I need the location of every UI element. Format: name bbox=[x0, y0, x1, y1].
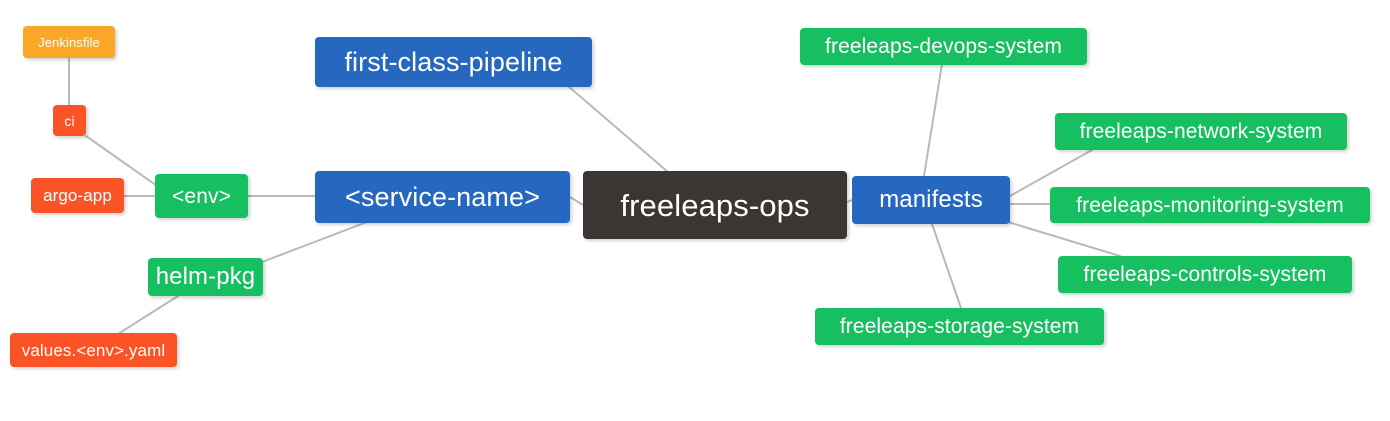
node-freeleaps-storage-system-label: freeleaps-storage-system bbox=[839, 315, 1080, 338]
edge-helm-pkg-values-yaml bbox=[117, 295, 179, 335]
node-jenkinsfile-label: Jenkinsfile bbox=[38, 34, 100, 50]
node-first-class-pipeline-label: first-class-pipeline bbox=[344, 46, 563, 77]
node-freeleaps-devops-system[interactable]: freeleaps-devops-system bbox=[800, 28, 1087, 65]
edge-service-name-helm-pkg bbox=[261, 221, 368, 263]
node-manifests[interactable]: manifests bbox=[852, 176, 1010, 224]
node-argo-app-label: argo-app bbox=[43, 186, 112, 205]
node-argo-app[interactable]: argo-app bbox=[31, 178, 124, 213]
node-env[interactable]: <env> bbox=[155, 174, 248, 218]
node-values-yaml[interactable]: values.<env>.yaml bbox=[10, 333, 177, 367]
node-freeleaps-monitoring-system-label: freeleaps-monitoring-system bbox=[1076, 193, 1344, 217]
node-root-freeleaps-ops[interactable]: freeleaps-ops bbox=[583, 171, 847, 239]
node-ci-label: ci bbox=[64, 112, 75, 129]
node-freeleaps-monitoring-system[interactable]: freeleaps-monitoring-system bbox=[1050, 187, 1370, 223]
node-freeleaps-controls-system-label: freeleaps-controls-system bbox=[1083, 263, 1327, 286]
node-helm-pkg[interactable]: helm-pkg bbox=[148, 258, 263, 296]
node-env-label: <env> bbox=[172, 184, 231, 208]
node-freeleaps-storage-system[interactable]: freeleaps-storage-system bbox=[815, 308, 1104, 345]
node-root-label: freeleaps-ops bbox=[620, 187, 810, 223]
node-jenkinsfile[interactable]: Jenkinsfile bbox=[23, 26, 115, 58]
node-manifests-label: manifests bbox=[879, 186, 983, 213]
node-values-yaml-label: values.<env>.yaml bbox=[21, 340, 166, 360]
edge-manifests-storage-system bbox=[931, 223, 962, 309]
edge-manifests-devops-system bbox=[923, 63, 943, 177]
edge-manifests-controls-system bbox=[1007, 221, 1121, 257]
edge-root-service-name bbox=[569, 196, 584, 206]
node-service-name[interactable]: <service-name> bbox=[315, 171, 570, 223]
node-freeleaps-network-system[interactable]: freeleaps-network-system bbox=[1055, 113, 1347, 150]
node-ci[interactable]: ci bbox=[53, 105, 86, 136]
node-first-class-pipeline[interactable]: first-class-pipeline bbox=[315, 37, 592, 87]
node-service-name-label: <service-name> bbox=[345, 181, 540, 212]
node-freeleaps-network-system-label: freeleaps-network-system bbox=[1079, 120, 1323, 143]
node-freeleaps-devops-system-label: freeleaps-devops-system bbox=[825, 35, 1062, 58]
node-freeleaps-controls-system[interactable]: freeleaps-controls-system bbox=[1058, 256, 1352, 293]
node-helm-pkg-label: helm-pkg bbox=[155, 263, 256, 290]
edge-root-first-class-pipeline bbox=[567, 85, 669, 173]
